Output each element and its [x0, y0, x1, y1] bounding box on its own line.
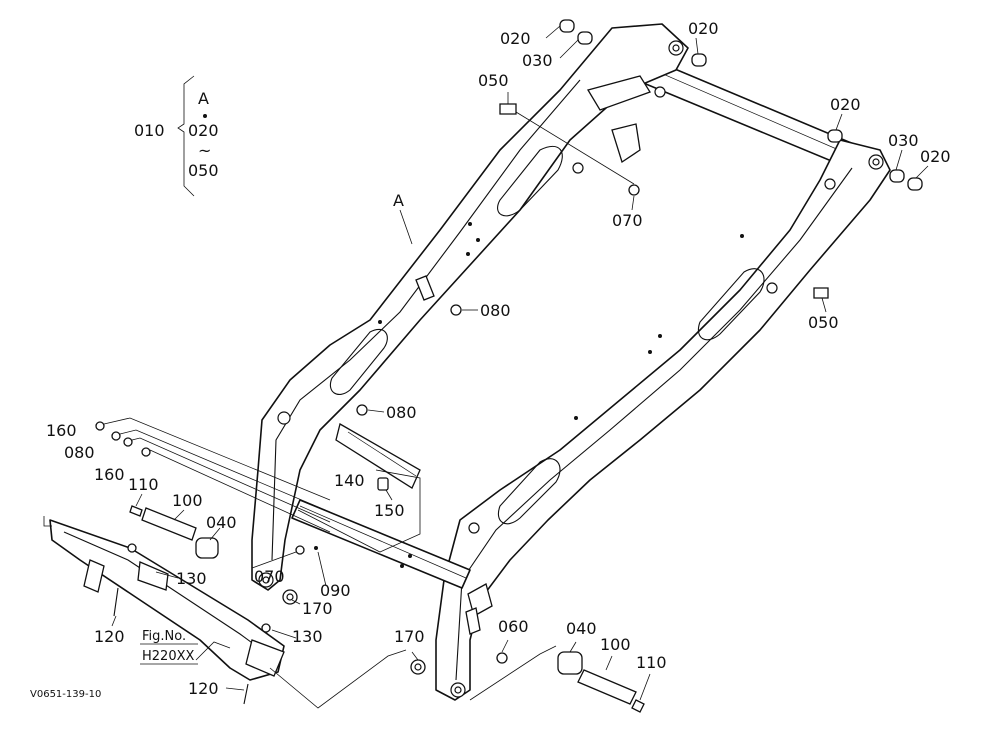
callout-frame: A	[393, 191, 404, 210]
callout-020: 020	[688, 19, 719, 38]
callout-040: 040	[206, 513, 237, 532]
callout-100: 100	[172, 491, 203, 510]
callout-080: 080	[386, 403, 417, 422]
bracket-line-4: 050	[188, 161, 219, 180]
callout-080: 080	[64, 443, 95, 462]
loader-frame	[251, 23, 891, 701]
callout-160: 160	[94, 465, 125, 484]
callout-160: 160	[46, 421, 77, 440]
callout-120: 120	[188, 679, 219, 698]
fig-ref-line-2: H220XX	[142, 649, 194, 664]
callout-110: 110	[128, 475, 159, 494]
leader-lines	[43, 25, 929, 709]
callout-170: 170	[394, 627, 425, 646]
callout-090: 090	[320, 581, 351, 600]
callout-060: 060	[498, 617, 529, 636]
callout-130: 130	[176, 569, 207, 588]
assembly-bracket: 010 A 020 ~ 050	[134, 75, 219, 197]
callout-070: 070	[254, 567, 285, 586]
callout-030: 030	[522, 51, 553, 70]
callout-130: 130	[292, 627, 323, 646]
callout-labels: A 020 030 020 050 070 020 030 020 050 08…	[46, 19, 951, 698]
callout-050: 050	[808, 313, 839, 332]
bracket-parent: 010	[134, 121, 165, 140]
callout-020: 020	[500, 29, 531, 48]
callout-020: 020	[920, 147, 951, 166]
callout-040: 040	[566, 619, 597, 638]
callout-020: 020	[830, 95, 861, 114]
small-parts	[49, 19, 923, 713]
fig-ref-line-1: Fig.No.	[142, 629, 186, 644]
callout-050: 050	[478, 71, 509, 90]
callout-170: 170	[302, 599, 333, 618]
callout-150: 150	[374, 501, 405, 520]
callout-080: 080	[480, 301, 511, 320]
callout-070: 070	[612, 211, 643, 230]
bracket-line-1: A	[198, 89, 209, 108]
bracket-line-2: 020	[188, 121, 219, 140]
drawing-id: V0651-139-10	[30, 689, 101, 700]
figure-reference: Fig.No. H220XX	[140, 629, 198, 665]
callout-110: 110	[636, 653, 667, 672]
callout-100: 100	[600, 635, 631, 654]
callout-140: 140	[334, 471, 365, 490]
callout-120: 120	[94, 627, 125, 646]
bracket-line-3: ~	[198, 141, 211, 160]
callout-030: 030	[888, 131, 919, 150]
